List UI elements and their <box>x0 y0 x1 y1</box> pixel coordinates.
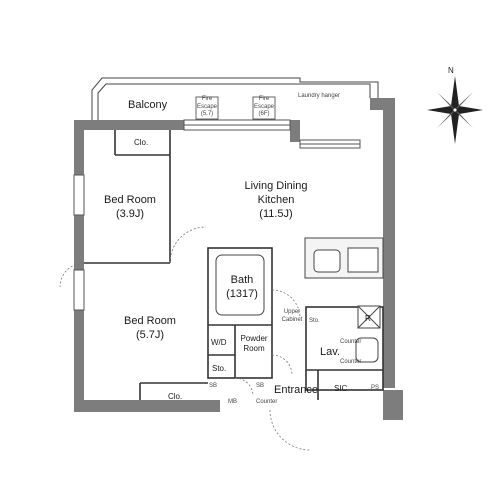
bathtub <box>215 254 265 316</box>
counter-entrance-label: Counter <box>256 399 278 405</box>
closet-bottom-label: Clo. <box>168 392 183 401</box>
fire-escape-2-label: Fire Escape (6F) <box>253 96 274 117</box>
wall-bottom-right <box>383 390 403 420</box>
storage-2-label: Sto. <box>212 364 227 373</box>
fire-escape-1-label: Fire Escape (5.7) <box>196 96 217 117</box>
counter-lav-top-label: Counter <box>340 339 362 345</box>
windows <box>73 119 361 311</box>
entrance-label: Entrance <box>274 384 319 396</box>
compass-north-label: N <box>448 66 454 75</box>
closet-top-label: Clo. <box>134 138 149 147</box>
wall-top-left <box>74 120 184 130</box>
sb-1-label: SB <box>209 383 218 389</box>
sb-2-label: SB <box>256 383 265 389</box>
exterior-walls <box>74 98 403 420</box>
wall-bottom-left <box>74 400 220 412</box>
lavatory-label: Lav. <box>320 346 340 358</box>
counter-lav-bottom-label: Counter <box>340 359 362 365</box>
upper-cabinet-label: Upper Cabinet <box>281 309 303 323</box>
wall-top-right <box>290 120 300 142</box>
mb-label: MB <box>228 399 237 405</box>
wall-right <box>383 98 395 388</box>
door-swings <box>59 226 311 451</box>
compass-rose-icon <box>427 76 483 144</box>
cooktop <box>347 247 379 273</box>
laundry-hanger-label: Laundry hanger <box>298 93 341 99</box>
kitchen-counter <box>304 237 384 279</box>
wall-corner-ne <box>370 98 395 110</box>
wall-left <box>74 120 84 410</box>
storage-1-label: Sto. <box>309 318 320 324</box>
bath-label: Bath (1317) <box>226 274 258 300</box>
powder-room-label: Powder Room <box>240 334 268 353</box>
balcony-outline <box>91 77 379 120</box>
balcony-label: Balcony <box>128 99 168 111</box>
interior-walls <box>84 130 384 400</box>
sic-label: SIC <box>334 384 348 393</box>
bedroom-small-label: Bed Room (3.9J) <box>104 194 156 220</box>
sink <box>313 249 341 273</box>
bedroom-large-label: Bed Room (5.7J) <box>124 315 176 341</box>
refrigerator-label: R <box>365 314 371 323</box>
ps-label: PS <box>371 385 380 391</box>
fixtures <box>355 305 381 363</box>
wd-label: W/D <box>211 338 227 347</box>
living-dining-kitchen-label: Living Dining Kitchen (11.5J) <box>244 180 308 220</box>
